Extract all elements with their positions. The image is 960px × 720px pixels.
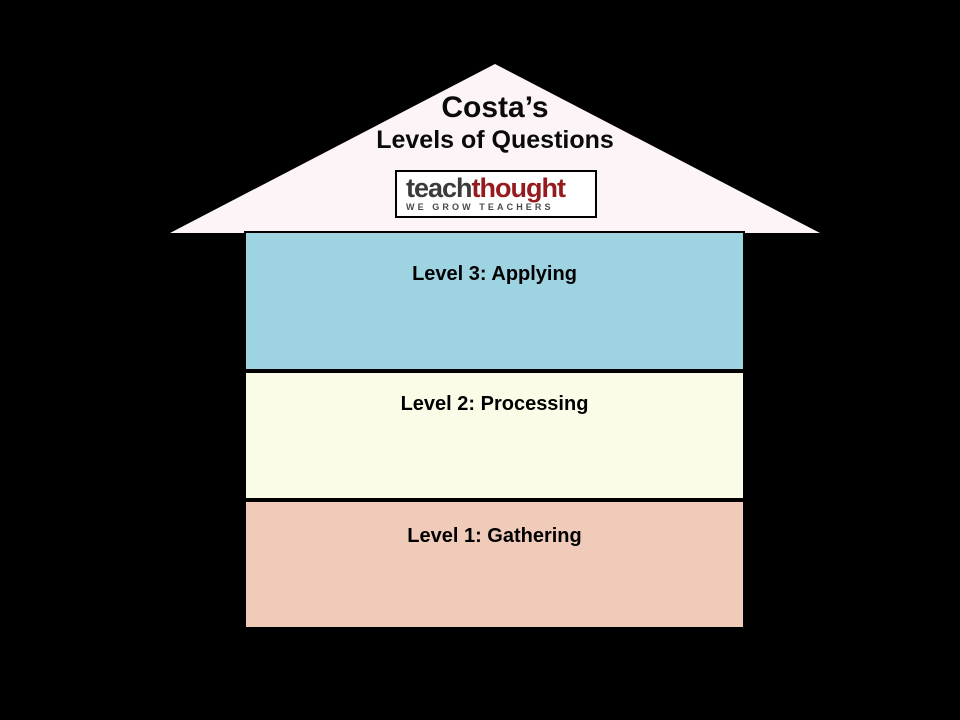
diagram-subtitle: Levels of Questions xyxy=(376,126,614,154)
level-1-label: Level 1: Gathering xyxy=(407,525,582,547)
level-2-label: Level 2: Processing xyxy=(400,393,589,415)
level-2-box: Level 2: Processing xyxy=(244,371,745,500)
diagram-title: Costa’s xyxy=(441,91,549,124)
teachthought-logo: teachthought WE GROW TEACHERS xyxy=(395,170,597,218)
level-3-box: Level 3: Applying xyxy=(244,231,745,371)
logo-thought-text: thought xyxy=(471,173,566,203)
logo-teach-text: teach xyxy=(406,173,473,203)
logo-tagline: WE GROW TEACHERS xyxy=(406,202,554,212)
logo-wordmark: teachthought xyxy=(406,175,595,202)
level-1-box: Level 1: Gathering xyxy=(244,500,745,629)
level-3-label: Level 3: Applying xyxy=(412,263,577,285)
